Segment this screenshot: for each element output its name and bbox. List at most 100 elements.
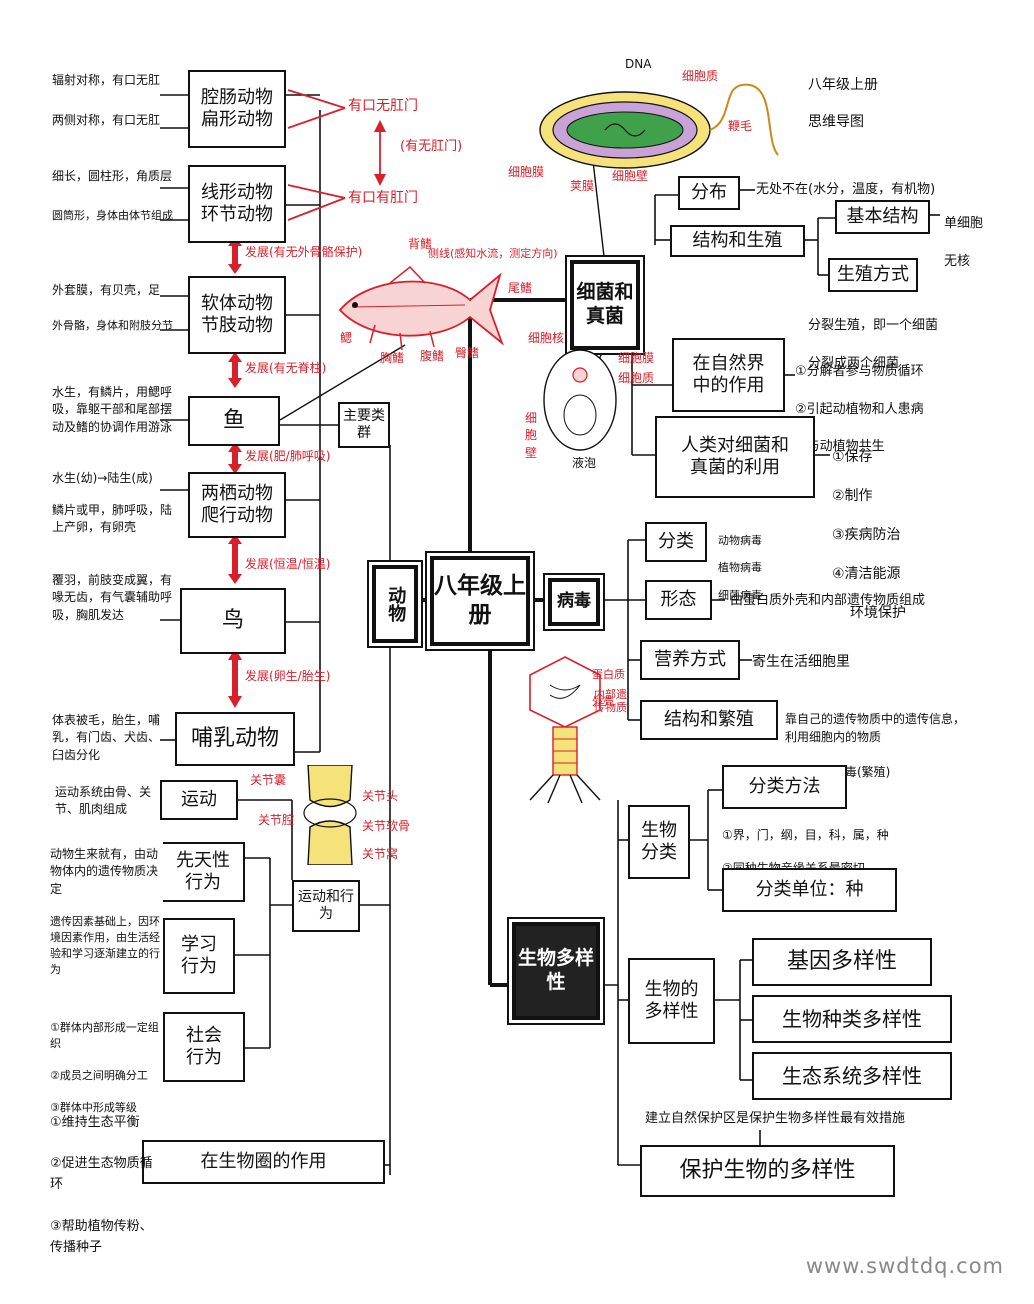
classification-unit-box: 分类单位：种 bbox=[722, 868, 897, 912]
role-nature-notes: ①分解者参与物质循环 ②引起动植物和人患病 ③与动植物共生 bbox=[795, 363, 924, 455]
group-fish: 鱼 bbox=[188, 396, 280, 446]
note-annelid: 圆筒形，身体由体节组成 bbox=[52, 209, 173, 222]
yeast-label-nucleus: 细胞核 bbox=[528, 331, 565, 345]
note-mollusk: 外套膜，有贝壳，足 bbox=[52, 283, 161, 297]
branch-biodiversity: 生物多样性 bbox=[512, 922, 600, 1020]
bact-label-membrane: 细胞膜 bbox=[508, 165, 545, 179]
dev-lung: 发展(肥/肺呼吸) bbox=[245, 449, 331, 463]
group-nematode-annelid: 线形动物 环节动物 bbox=[188, 165, 286, 243]
branch-animals: 动物 bbox=[372, 565, 418, 643]
role-nature-box: 在自然界 中的作用 bbox=[672, 338, 785, 412]
yeast-label-cytoplasm: 细胞质 bbox=[618, 371, 655, 385]
diversity-box: 生物的 多样性 bbox=[628, 958, 715, 1044]
bacterium-diagram bbox=[539, 83, 779, 169]
human-use-box: 人类对细菌和 真菌的利用 bbox=[655, 416, 815, 498]
phage-diagram bbox=[529, 656, 601, 804]
human-use-notes: ①保存 ②制作 ③疾病防治 ④清洁能源 环境保护 bbox=[832, 448, 906, 622]
dev-birth: 发展(卵生/胎生) bbox=[245, 669, 331, 683]
joint-diagram bbox=[303, 765, 357, 865]
virus-classify-note: 动物病毒 植物病毒 细菌病毒 bbox=[718, 533, 762, 602]
note-arthropod: 外骨骼，身体和附肢分节 bbox=[52, 319, 173, 332]
ecosystem-diversity-box: 生态系统多样性 bbox=[752, 1052, 952, 1100]
phage-label-genetic: 内部遗传物质 bbox=[594, 688, 627, 715]
main-groups-box: 主要类群 bbox=[338, 402, 390, 448]
phage-label-protein: 蛋白质 外壳 bbox=[592, 668, 625, 708]
group-mollusk-arthropod: 软体动物 节肢动物 bbox=[188, 276, 286, 354]
bact-label-cytoplasm: 细胞质 bbox=[682, 69, 719, 83]
note-reptile: 鳞片或甲，肺呼吸，陆上产卵，有卵壳 bbox=[52, 503, 173, 535]
bact-label-wall: 细胞壁 bbox=[612, 169, 649, 183]
distribution-note: 无处不在(水分，温度，有机物) bbox=[756, 182, 936, 197]
fish-label-pectoral: 胸鳍 bbox=[380, 351, 405, 365]
structure-reproduction-box: 结构和生殖 bbox=[670, 225, 805, 257]
basic-structure-box: 基本结构 bbox=[835, 200, 930, 234]
virus-classify-box: 分类 bbox=[645, 522, 707, 562]
protect-note: 建立自然保护区是保护生物多样性最有效措施 bbox=[645, 1111, 906, 1126]
reproduction-box: 生殖方式 bbox=[828, 258, 918, 292]
fish-label-pelvic: 腹鳍 bbox=[420, 349, 445, 363]
group-mammal: 哺乳动物 bbox=[175, 712, 295, 766]
distribution-box: 分布 bbox=[678, 176, 740, 210]
note-bird: 覆羽，前肢变成翼，有喙无齿，有气囊辅助呼吸，胸肌发达 bbox=[52, 573, 173, 622]
joint-socket: 关节窝 bbox=[362, 847, 399, 861]
yeast-label-vacuole: 液泡 bbox=[572, 456, 597, 470]
note-mammal: 体表被毛，胎生，哺乳，有门齿、犬齿、臼齿分化 bbox=[52, 713, 161, 762]
watermark: www.swdtdq.com bbox=[805, 1254, 1004, 1278]
note-cnidaria: 辐射对称，有口无肛 bbox=[52, 73, 161, 87]
fish-label-dorsal: 背鳍 bbox=[408, 237, 433, 251]
innate-note: 动物生来就有，由动物体内的遗传物质决定 bbox=[50, 847, 159, 896]
role-notes: ①维持生态平衡 ②促进生态物质循环 ③帮助植物传粉、传播种子 bbox=[50, 1114, 153, 1255]
motion-note: 运动系统由骨、关节、肌肉组成 bbox=[55, 785, 152, 817]
dev-temperature: 发展(恒温/恒温) bbox=[245, 557, 331, 571]
fish-diagram bbox=[338, 265, 504, 351]
joint-cartilage: 关节软骨 bbox=[362, 819, 411, 833]
fish-label-lateral: 侧线(感知水流，测定方向) bbox=[428, 247, 558, 260]
joint-head: 关节头 bbox=[362, 789, 399, 803]
yeast-diagram bbox=[543, 349, 617, 451]
note-fish: 水生，有鳞片，用鳃呼吸，靠躯干部和尾部摆动及鳍的协调作用游泳 bbox=[52, 385, 173, 434]
branch-virus: 病毒 bbox=[548, 578, 600, 626]
gene-diversity-box: 基因多样性 bbox=[752, 938, 932, 986]
branch-bacteria-fungi: 细菌和真菌 bbox=[570, 260, 640, 350]
protect-diversity-box: 保护生物的多样性 bbox=[640, 1145, 895, 1197]
header-note: 八年级上册 思维导图 bbox=[808, 77, 878, 130]
bact-label-flagellum: 鞭毛 bbox=[728, 119, 753, 133]
bact-label-dna: DNA bbox=[625, 57, 652, 71]
social-notes: ①群体内部形成一定组织 ②成员之间明确分工 ③群体中形成等级 bbox=[50, 1020, 159, 1114]
fish-label-gill: 鳃 bbox=[340, 331, 353, 345]
note-flatworm: 两侧对称，有口无肛 bbox=[52, 113, 161, 127]
virus-structure-box: 结构和繁殖 bbox=[640, 700, 778, 740]
motion-box: 运动 bbox=[160, 780, 238, 820]
virus-nutrition-note: 寄生在活细胞里 bbox=[752, 654, 850, 670]
role-biosphere-box: 在生物圈的作用 bbox=[142, 1140, 385, 1184]
joint-capsule: 关节囊 bbox=[250, 773, 287, 787]
basic-structure-note: 单细胞 无核 bbox=[944, 215, 984, 269]
group-amphibian-reptile: 两栖动物 爬行动物 bbox=[188, 472, 286, 538]
virus-shape-note: 由蛋白质外壳和内部遗传物质组成 bbox=[730, 593, 926, 608]
dev-exoskeleton: 发展(有无外骨骼保护) bbox=[245, 245, 363, 259]
dev-spine: 发展(有无脊柱) bbox=[245, 361, 327, 375]
mouth-no-anus: 有口无肛门 bbox=[348, 98, 418, 114]
virus-shape-box: 形态 bbox=[645, 580, 712, 620]
movement-behavior-box: 运动和行为 bbox=[292, 880, 360, 932]
yeast-label-wall: 细胞壁 bbox=[525, 411, 538, 460]
note-nematode: 细长，圆柱形，角质层 bbox=[52, 169, 173, 183]
bact-label-capsule: 荚膜 bbox=[570, 179, 595, 193]
fish-label-caudal: 尾鳍 bbox=[508, 281, 533, 295]
fish-label-anal: 臀鳍 bbox=[455, 346, 480, 360]
mouth-compare: (有无肛门) bbox=[400, 139, 463, 154]
joint-cavity: 关节腔 bbox=[258, 813, 295, 827]
group-cnidaria-flatworm: 腔肠动物 扁形动物 bbox=[188, 70, 286, 148]
classification-method-box: 分类方法 bbox=[722, 765, 847, 809]
social-behavior-box: 社会 行为 bbox=[163, 1012, 245, 1082]
center-topic: 八年级上册 bbox=[430, 556, 530, 646]
group-bird: 鸟 bbox=[180, 588, 286, 654]
note-amphibian: 水生(幼)→陆生(成) bbox=[52, 471, 153, 485]
innate-behavior-box: 先天性 行为 bbox=[163, 842, 245, 902]
virus-nutrition-box: 营养方式 bbox=[640, 640, 740, 680]
reproduction-note: 分裂生殖，即一个细菌 分裂成两个细菌 bbox=[808, 317, 939, 371]
learned-note: 遗传因素基础上，因环境因素作用，由生活经验和学习逐渐建立的行为 bbox=[50, 915, 160, 976]
yeast-label-membrane: 细胞膜 bbox=[618, 351, 655, 365]
classification-box: 生物 分类 bbox=[628, 805, 690, 879]
